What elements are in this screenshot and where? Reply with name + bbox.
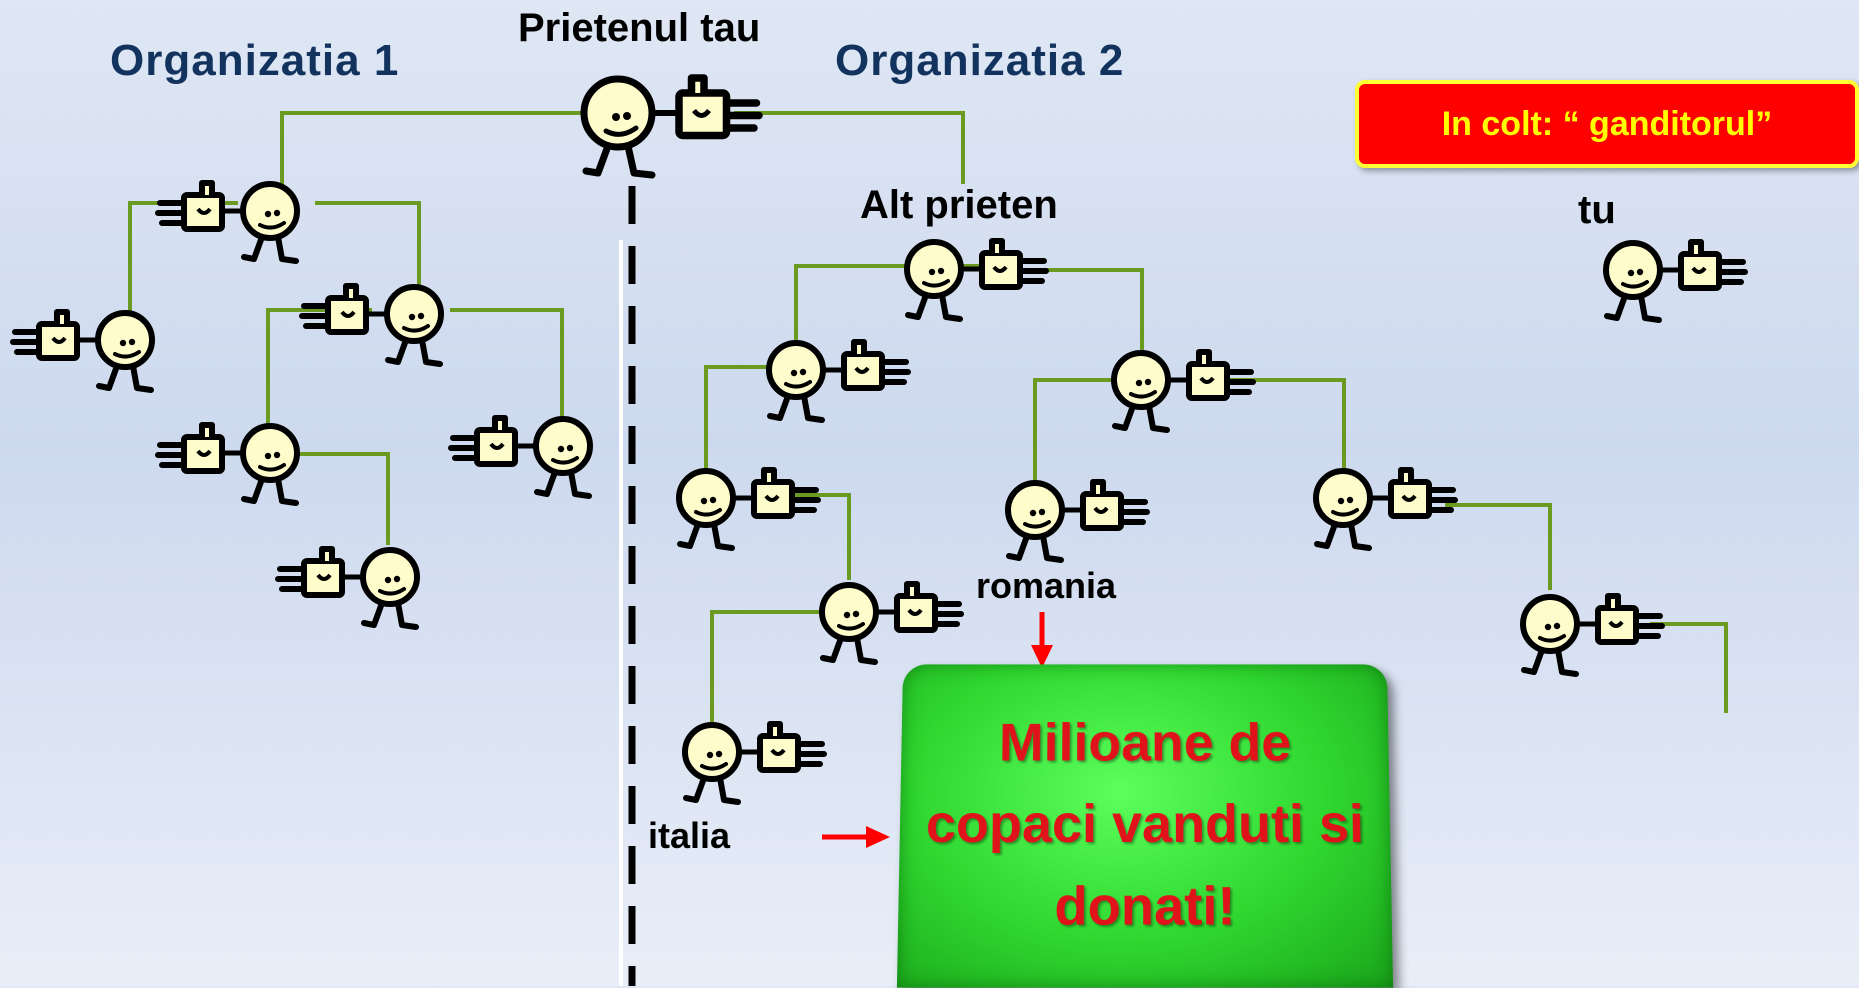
stick-figure-icon xyxy=(13,312,152,390)
arrow-down-icon xyxy=(1031,612,1053,668)
corner-note-badge: In colt: “ ganditorul” xyxy=(1355,80,1859,168)
stick-figure-icon xyxy=(1523,596,1662,674)
friend-label: Prietenul tau xyxy=(518,6,761,50)
friend-figure-icon xyxy=(584,78,759,175)
org1-title: Organizatia 1 xyxy=(110,36,400,85)
arrow-right-icon xyxy=(822,826,890,848)
romania-label: romania xyxy=(976,565,1117,606)
stick-figure-icon xyxy=(1114,352,1253,430)
stick-figure-icon xyxy=(679,470,818,548)
stick-figure-icon xyxy=(822,584,961,662)
stick-figure-icon xyxy=(769,342,908,420)
other-friend-label: Alt prieten xyxy=(860,183,1058,227)
trees-sold-box: Milioane de copaci vanduti si donati! xyxy=(896,664,1394,988)
other-friend-figure-icon xyxy=(907,241,1046,319)
stick-figure-icon xyxy=(451,418,590,496)
stick-figure-icon xyxy=(158,183,297,261)
corner-note-text: In colt: “ ganditorul” xyxy=(1441,104,1773,143)
stick-figure-icon xyxy=(685,724,824,802)
trees-sold-line2: copaci vanduti si xyxy=(925,794,1365,854)
trees-sold-line1: Milioane de xyxy=(998,713,1292,773)
org2-title: Organizatia 2 xyxy=(835,36,1125,85)
stick-figure-icon xyxy=(302,286,441,364)
stick-figure-icon xyxy=(1008,482,1147,560)
you-label: tu xyxy=(1578,188,1616,232)
italia-label: italia xyxy=(648,815,731,856)
stick-figure-icon xyxy=(1316,470,1455,548)
stick-figure-icon xyxy=(278,549,417,627)
trees-sold-line3: donati! xyxy=(1054,876,1236,937)
stick-figure-icon xyxy=(158,425,297,503)
divider-line xyxy=(619,186,636,986)
you-figure-icon xyxy=(1606,242,1745,320)
